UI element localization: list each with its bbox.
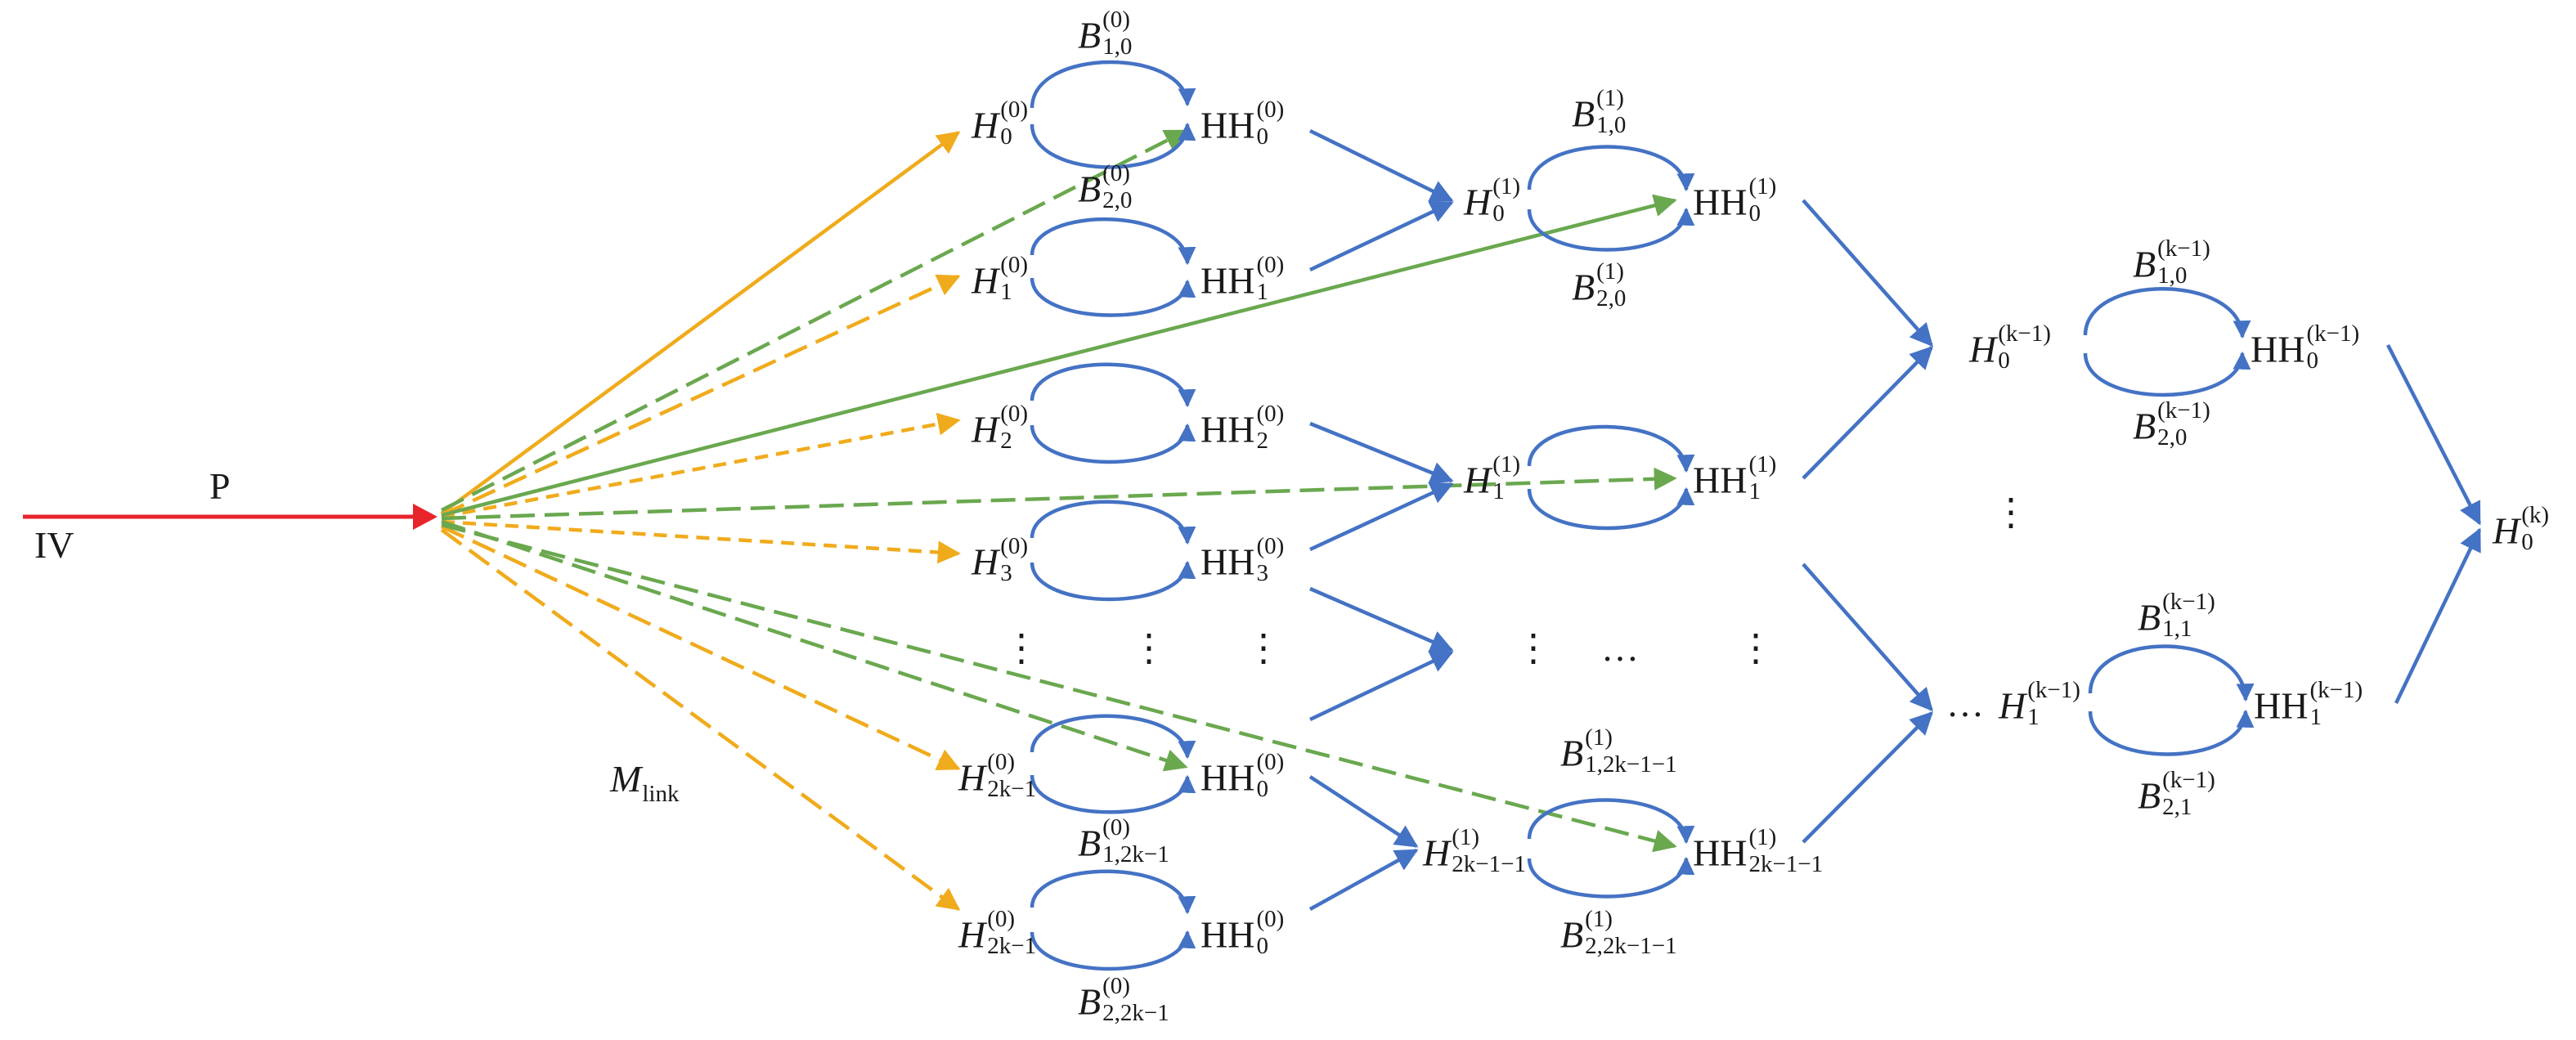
label-iv: IV [34, 524, 74, 566]
edge-hh3-h11 [1309, 482, 1454, 552]
cycle-lk-h1-top [2088, 644, 2255, 702]
node-hh1-1: HH(1)1 [1693, 451, 1777, 505]
cycle-h0-bottom [1030, 122, 1196, 169]
cycle-l1-h0-bottom [1527, 207, 1695, 252]
green-link-hh0 [440, 128, 1188, 513]
node-h2k1-1: H(1)2k−1−1 [1423, 824, 1526, 878]
orange-link-h2k [441, 524, 961, 771]
node-hh0-0-kb: HH(0)0 [1200, 906, 1285, 960]
edge-mid-b [1309, 650, 1454, 722]
edge-hh2-h11 [1309, 421, 1454, 484]
vdots-3: ⋮ [1245, 627, 1282, 669]
edge-hh1-h01 [1309, 200, 1454, 272]
label-b22k-0: B(0)2,2k−1 [1078, 973, 1169, 1027]
cycle-h2-bottom [1030, 423, 1196, 464]
label-b22k1-1: B(1)2,2k−1−1 [1560, 906, 1677, 960]
cycle-l1-h1-top [1527, 424, 1695, 473]
orange-link-h2 [441, 412, 961, 519]
cycle-l1-h2k-bottom [1527, 856, 1695, 899]
node-hh3-0: HH(0)3 [1200, 533, 1285, 587]
label-b20-1: B(1)2,0 [1572, 258, 1627, 312]
cycle-h3-top [1030, 500, 1196, 545]
edge-hh2k1-h1k1 [1802, 711, 1933, 844]
label-b11-k1: B(k−1)1,1 [2138, 589, 2215, 643]
label-b21-k1: B(k−1)2,1 [2138, 767, 2215, 821]
hdots-2: … [1946, 683, 1984, 724]
label-b20-k1: B(k−1)2,0 [2133, 397, 2210, 451]
orange-links [440, 131, 961, 911]
node-h2k-0: H(0)2k−1 [958, 749, 1037, 803]
node-h3-0: H(0)3 [972, 533, 1029, 587]
node-h2k-0-b: H(0)2k−1 [958, 906, 1037, 960]
node-hh2k1-1: HH(1)2k−1−1 [1693, 824, 1824, 878]
label-m-link: Mlink [610, 758, 680, 807]
cycle-h2-top [1030, 362, 1196, 408]
cycle-l1-h2k-top [1527, 798, 1695, 845]
label-b10-k1: B(k−1)1,0 [2133, 235, 2210, 289]
orange-link-h3 [441, 519, 961, 564]
edge-hh01-h0k1 [1802, 199, 1933, 347]
node-hh0-k1: HH(k−1)0 [2251, 321, 2360, 374]
node-h1-k1: H(k−1)1 [1999, 677, 2080, 731]
cycle-l1-h1-bottom [1527, 486, 1695, 531]
cycle-h2k-b-bottom [1030, 930, 1196, 971]
vdots-6: ⋮ [1992, 491, 2030, 533]
node-hh0-1: HH(1)0 [1693, 173, 1777, 227]
node-h0-k1: H(k−1)0 [1969, 321, 2051, 374]
label-b20-0: B(0)2,0 [1078, 160, 1133, 214]
label-p: P [209, 465, 231, 507]
cycle-lk-h0-top [2083, 287, 2251, 339]
label-b10-0: B(0)1,0 [1078, 7, 1133, 61]
hdots-1: … [1601, 627, 1639, 669]
edge-hh2kb-h2k1 [1308, 849, 1419, 911]
edge-hh1k-hk [2394, 527, 2482, 704]
label-b12k-0: B(0)1,2k−1 [1078, 814, 1169, 868]
edge-mid-a [1309, 586, 1454, 652]
label-b12k1-1: B(1)1,2k−1−1 [1560, 724, 1677, 778]
node-h0-0: H(0)0 [972, 96, 1029, 150]
edge-hh11-h0k1 [1802, 346, 1933, 480]
orange-link-h0 [440, 131, 961, 515]
node-h1-1: H(1)1 [1464, 451, 1521, 505]
node-hh1-0: HH(0)1 [1200, 252, 1285, 306]
node-hh0-0: HH(0)0 [1200, 96, 1285, 150]
edge-dots-h1k1 [1802, 563, 1933, 712]
green-link-hh2k-1 [441, 522, 1677, 853]
cycle-lk-h0-bottom [2083, 351, 2251, 397]
cycle-h1-top [1030, 217, 1196, 266]
cycle-l1-h0-top [1527, 145, 1695, 192]
green-links [440, 128, 1677, 853]
vdots-4: ⋮ [1515, 627, 1552, 669]
node-h2-0: H(0)2 [972, 401, 1029, 455]
node-h0-k: H(k)0 [2493, 502, 2550, 556]
edge-hh2k-h2k1 [1308, 775, 1419, 848]
cycle-h1-bottom [1030, 277, 1196, 317]
input-arrowhead [413, 504, 438, 530]
cycle-h2k-top [1030, 714, 1196, 760]
cycle-h3-bottom [1030, 560, 1196, 602]
cycle-h0-top [1030, 60, 1196, 109]
vdots-1: ⋮ [1003, 627, 1040, 669]
label-b10-1: B(1)1,0 [1572, 85, 1627, 139]
node-hh0-0-k: HH(0)0 [1200, 749, 1285, 803]
node-hh1-k1: HH(k−1)1 [2254, 677, 2363, 731]
node-hh2-0: HH(0)2 [1200, 401, 1285, 455]
cycle-h2k-b-top [1030, 869, 1196, 915]
cycle-h2k-bottom [1030, 774, 1196, 814]
vdots-2: ⋮ [1130, 627, 1168, 669]
cycle-lk-h1-bottom [2088, 709, 2255, 756]
cycles [1030, 60, 2255, 971]
node-h0-1: H(1)0 [1464, 173, 1521, 227]
node-h1-0: H(0)1 [972, 252, 1029, 306]
edge-hh0k-hk [2385, 343, 2482, 526]
green-link-hh0-1 [441, 194, 1677, 518]
orange-link-h2k-b [440, 528, 961, 911]
edge-hh0-h01 [1309, 128, 1454, 203]
vdots-5: ⋮ [1737, 627, 1775, 669]
tree-edges [1308, 128, 2482, 911]
green-link-hh0-k [441, 519, 1188, 772]
orange-link-h1 [441, 274, 961, 518]
